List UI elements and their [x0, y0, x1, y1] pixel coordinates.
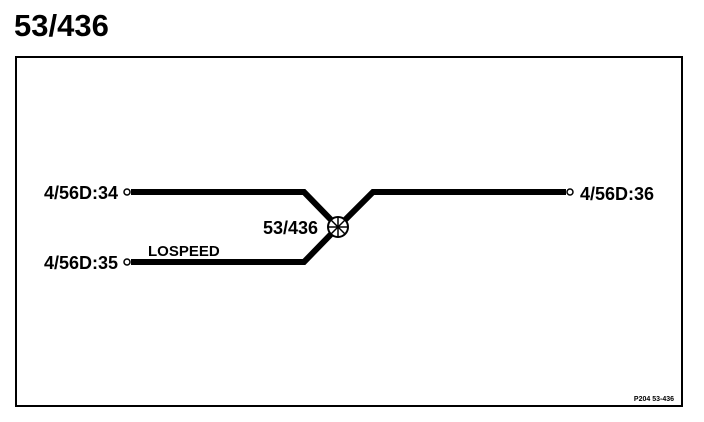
- page-title: 53/436: [14, 8, 109, 43]
- diagram-frame: [15, 56, 683, 407]
- junction-label: 53/436: [263, 218, 318, 238]
- junction-icon: [327, 216, 349, 238]
- terminal-label-right: 4/56D:36: [580, 184, 654, 204]
- terminal-label-upper-left: 4/56D:34: [44, 183, 118, 203]
- terminal-lower-left-icon: [123, 258, 131, 266]
- wire-lower-left: [131, 224, 341, 265]
- wire-right: [335, 189, 566, 230]
- terminal-label-lower-left: 4/56D:35: [44, 253, 118, 273]
- wire-upper-left: [131, 189, 341, 230]
- terminal-right-icon: [566, 188, 574, 196]
- terminal-upper-left-icon: [123, 188, 131, 196]
- footer-code: P204 53-436: [634, 396, 674, 403]
- wire-label-lospeed: LOSPEED: [148, 243, 220, 260]
